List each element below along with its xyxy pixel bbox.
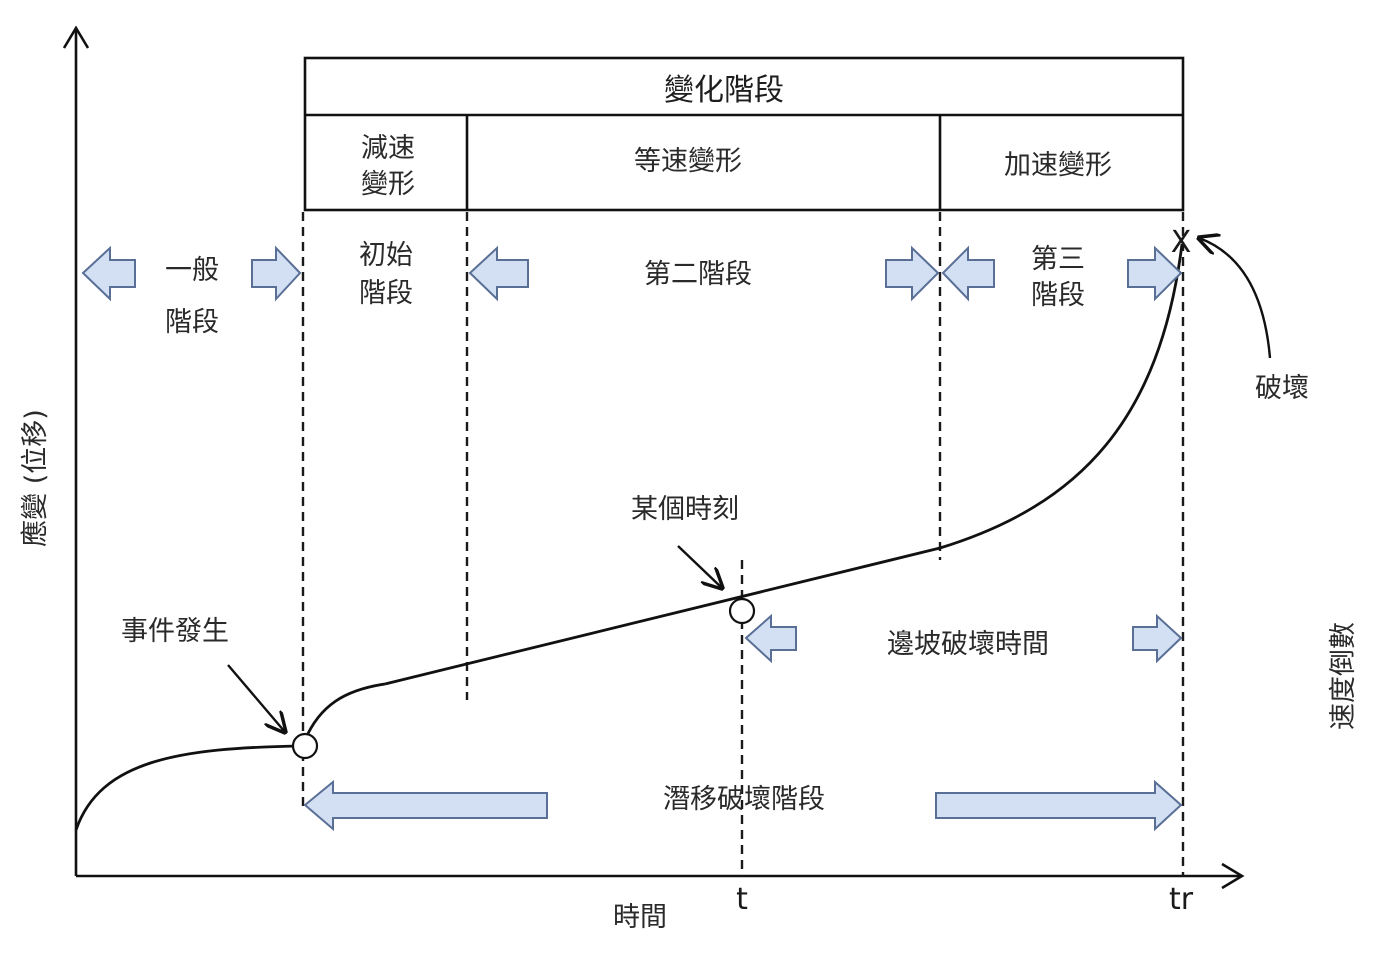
axes <box>62 25 1245 890</box>
x-axis-label: 時間 <box>613 902 667 933</box>
arrow-second-right <box>885 245 940 302</box>
phase-deceleration-line1: 減速 <box>361 133 415 164</box>
arrow-failure-time-right <box>1132 613 1183 664</box>
label-creep-failure-stage: 潛移破壞階段 <box>663 784 825 815</box>
moment-point <box>728 597 756 625</box>
tick-tr: tr <box>1169 882 1194 917</box>
label-event: 事件發生 <box>121 616 229 647</box>
phase-constant: 等速變形 <box>634 146 742 177</box>
pointer-arrows <box>227 238 1272 732</box>
failure-pointer <box>1199 238 1272 359</box>
failure-mark: X <box>1171 225 1192 260</box>
tick-t: t <box>736 882 748 917</box>
header-title: 變化階段 <box>664 73 784 108</box>
arrow-creep-left <box>303 779 548 832</box>
arrow-third-left <box>941 245 995 302</box>
moment-pointer <box>677 545 722 588</box>
label-moment: 某個時刻 <box>631 494 739 525</box>
arrow-general-left <box>81 245 136 302</box>
stage-second: 第二階段 <box>644 259 752 290</box>
header-frame <box>303 56 1185 212</box>
arrow-third-right <box>1127 245 1183 302</box>
phase-acceleration: 加速變形 <box>1004 150 1112 181</box>
y-axis-label: 應變 (位移) <box>20 409 51 547</box>
stage-boundaries <box>301 212 1185 876</box>
label-failure: 破壞 <box>1255 373 1309 404</box>
curve-third-stage <box>939 243 1184 550</box>
arrow-general-right <box>251 245 302 302</box>
stage-arrows <box>81 245 1183 832</box>
stage-general-line1: 一般 <box>165 255 219 286</box>
event-point <box>291 732 319 760</box>
x-axis-arrowhead <box>1221 862 1245 890</box>
axis-labels: 應變 (位移) 時間 速度倒數 t tr <box>20 409 1359 933</box>
curve-second-stage <box>384 546 941 686</box>
phase-deceleration-line2: 變形 <box>361 169 415 200</box>
y-axis-arrowhead <box>62 25 90 49</box>
event-pointer <box>227 664 285 732</box>
phase-header-table: 變化階段 減速 變形 等速變形 加速變形 <box>303 56 1185 212</box>
arrow-creep-right <box>935 779 1183 832</box>
arrow-second-left <box>468 245 529 302</box>
stage-general-line2: 階段 <box>165 307 219 338</box>
stage-third-line1: 第三 <box>1031 244 1085 275</box>
creep-curve: X <box>74 225 1192 831</box>
stage-initial-line2: 階段 <box>359 278 413 309</box>
stage-labels: 一般 階段 初始 階段 第二階段 第三 階段 <box>165 240 1085 338</box>
curve-initial-stage <box>303 682 386 741</box>
curve-general-stage <box>74 744 301 831</box>
label-slope-failure-time: 邊坡破壞時間 <box>887 629 1049 660</box>
stage-third-line2: 階段 <box>1031 280 1085 311</box>
annotations: 破壞 某個時刻 事件發生 邊坡破壞時間 潛移破壞階段 <box>121 373 1309 815</box>
arrow-failure-time-left <box>744 613 797 664</box>
stage-initial-line1: 初始 <box>359 240 413 271</box>
right-axis-label: 速度倒數 <box>1328 622 1359 730</box>
